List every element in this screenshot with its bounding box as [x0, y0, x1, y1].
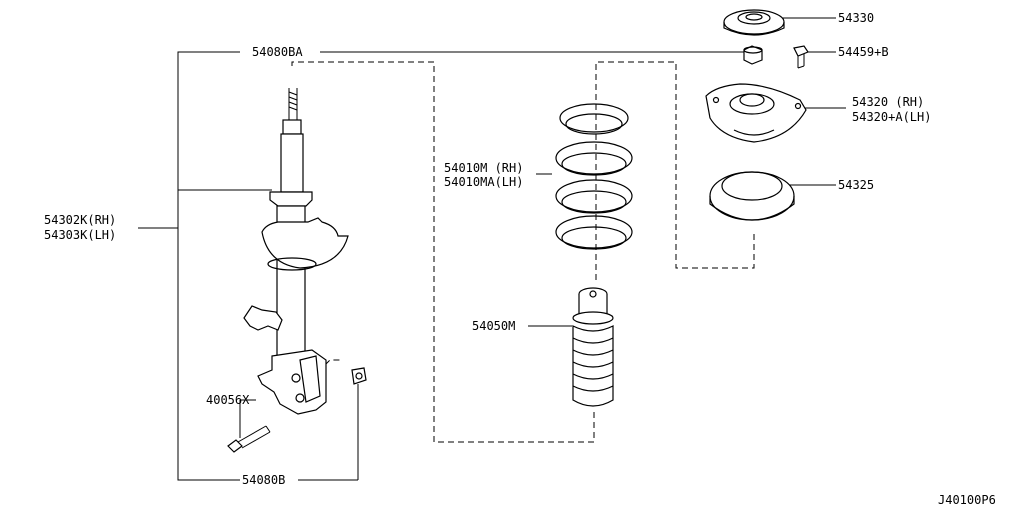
- bearing: [709, 171, 795, 221]
- dust-boot: [572, 287, 614, 407]
- label-54010ma: 54010MA(LH): [444, 175, 523, 189]
- label-54320: 54320 (RH): [852, 95, 924, 109]
- label-54010m: 54010M (RH): [444, 161, 523, 175]
- drawing-id: J40100P6: [938, 493, 996, 507]
- label-40056x: 40056X: [206, 393, 250, 407]
- coil-spring: [555, 103, 633, 250]
- part-labels: 54080BA 54302K(RH) 54303K(LH) 40056X 540…: [44, 11, 996, 507]
- strut-assembly: [227, 88, 367, 453]
- top-cap: [723, 9, 785, 36]
- top-nut-icon: [743, 45, 763, 65]
- bolt-icon: [227, 425, 271, 453]
- label-54080b: 54080B: [242, 473, 285, 487]
- nut-icon: [351, 367, 367, 385]
- label-54302k: 54302K(RH): [44, 213, 116, 227]
- label-54320a: 54320+A(LH): [852, 110, 931, 124]
- label-54459b: 54459+B: [838, 45, 889, 59]
- label-54330: 54330: [838, 11, 874, 25]
- label-54303k: 54303K(LH): [44, 228, 116, 242]
- strut-mount: [705, 83, 807, 143]
- label-54050m: 54050M: [472, 319, 515, 333]
- label-54325: 54325: [838, 178, 874, 192]
- dashed-group-lines: [289, 61, 755, 443]
- small-bolt-icon: [793, 45, 809, 69]
- label-54080ba: 54080BA: [252, 45, 303, 59]
